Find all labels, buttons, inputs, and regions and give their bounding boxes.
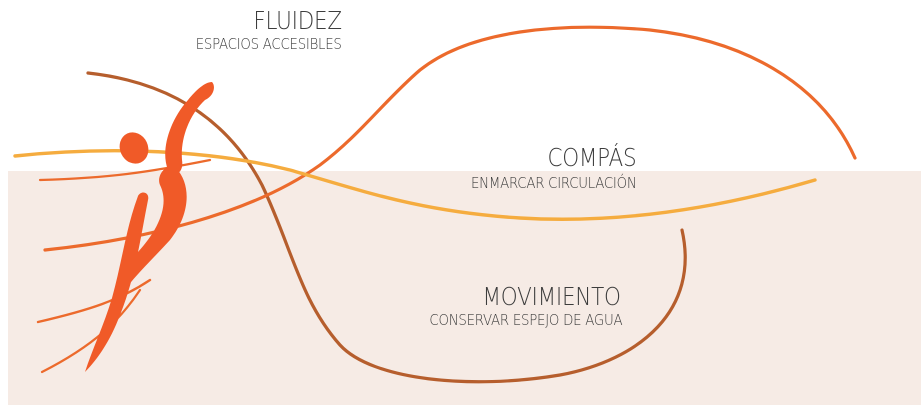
fluidez-subtitle-group: ESPACIOS ACCESIBLES <box>172 35 342 53</box>
figure-arm <box>165 82 214 174</box>
movimiento-subtitle: CONSERVAR ESPEJO DE AGUA <box>429 311 622 329</box>
orange-strand-2 <box>36 278 152 324</box>
orange-fluidity-curve <box>43 25 857 252</box>
yellow-compass-curve <box>13 149 817 221</box>
dancer-figure-icon <box>85 82 214 372</box>
figure-head <box>119 132 149 164</box>
compas-subtitle-group: ENMARCAR CIRCULACIÓN <box>444 174 637 192</box>
fluidez-subtitle: ESPACIOS ACCESIBLES <box>196 35 342 53</box>
brown-movement-curve <box>86 71 687 384</box>
fluidez-title: FLUIDEZ <box>253 6 343 35</box>
fluidez-label-group: FLUIDEZ <box>239 6 343 35</box>
orange-strand-1 <box>38 158 212 182</box>
compas-title: COMPÁS <box>547 143 636 172</box>
compas-label-group: COMPÁS <box>533 145 636 170</box>
background-panel <box>8 171 921 405</box>
figure-leg <box>85 192 149 372</box>
movimiento-title: MOVIMIENTO <box>482 282 621 311</box>
movimiento-label-group: MOVIMIENTO <box>460 284 621 309</box>
movimiento-subtitle-group: CONSERVAR ESPEJO DE AGUA <box>398 311 622 329</box>
compas-subtitle: ENMARCAR CIRCULACIÓN <box>471 174 637 192</box>
